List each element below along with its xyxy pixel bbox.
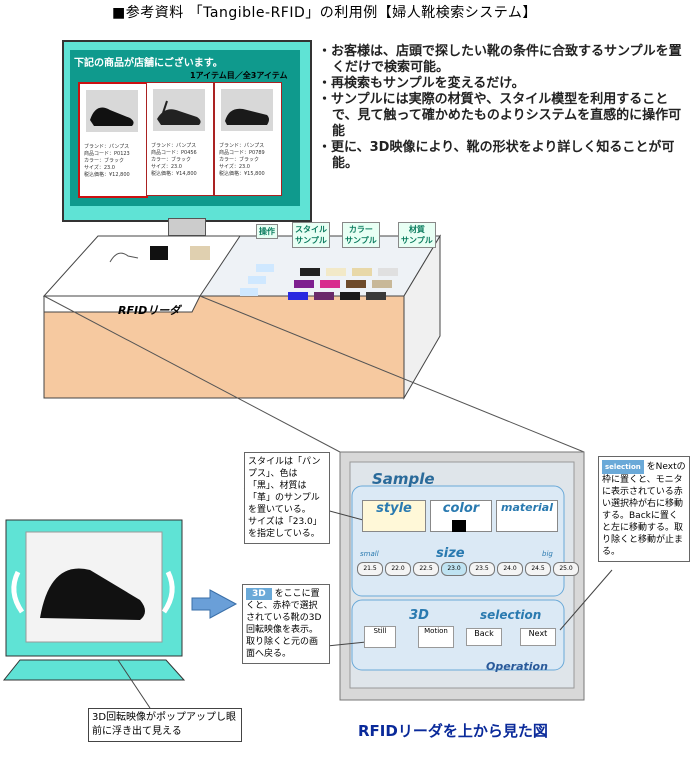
screen-subheading: 1アイテム目／全3アイテム	[190, 71, 288, 80]
motion-button[interactable]: Motion	[418, 626, 454, 648]
selection-note-text: をNextの枠に置くと、モニタに表示されている赤い選択枠が右に移動する。Back…	[602, 462, 686, 557]
page-title: ■参考資料 「Tangible-RFID」の利用例【婦人靴検索システム】	[112, 5, 537, 21]
tag-operation: 操作	[256, 224, 278, 239]
bullet-2: ・再検索もサンプルを変えるだけ。	[318, 76, 525, 91]
product-card-2: ブランド：パンプス 商品コード：P0456 カラー：ブラック サイズ：23.0 …	[146, 82, 214, 196]
size-label: size	[436, 546, 465, 561]
size-chip[interactable]: 25.0	[553, 562, 579, 576]
product-card-1: ブランド：パンプス 商品コード：P0123 カラー：ブラック サイズ：23.0 …	[78, 82, 148, 198]
size-chip[interactable]: 24.5	[525, 562, 551, 576]
shoe-image-icon	[86, 90, 138, 132]
3d-chip: 3D	[246, 588, 272, 600]
size-selector: 21.5 22.0 22.5 23.0 23.5 24.0 24.5 25.0	[357, 562, 579, 576]
size-small: small	[360, 550, 379, 558]
shoe-image-icon	[221, 89, 273, 131]
bullet-4: ・更に、3D映像により、靴の形状をより詳しく知ることが可能。	[318, 140, 675, 171]
bullet-3: ・サンプルには実際の材質や、スタイル模型を利用することで、見て触って確かめたもの…	[318, 92, 682, 139]
product-details-3: ブランド：パンプス 商品コード：P0789 カラー：ブラック サイズ：23.0 …	[219, 143, 265, 177]
back-button[interactable]: Back	[466, 628, 502, 646]
size-big: big	[542, 550, 553, 558]
tag-color: カラー サンプル	[342, 222, 380, 248]
size-chip[interactable]: 22.0	[385, 562, 411, 576]
color-black-swatch	[452, 520, 466, 532]
size-chip[interactable]: 24.0	[497, 562, 523, 576]
product-details-2: ブランド：パンプス 商品コード：P0456 カラー：ブラック サイズ：23.0 …	[151, 143, 197, 177]
product-details-1: ブランド：パンプス 商品コード：P0123 カラー：ブラック サイズ：23.0 …	[84, 144, 130, 178]
popup-caption: 3D回転映像がポップアップし眼前に浮き出て見える	[88, 708, 242, 742]
still-button[interactable]: Still	[364, 626, 396, 648]
color-slot[interactable]: color	[430, 500, 492, 532]
style-slot[interactable]: style	[362, 500, 426, 532]
size-chip[interactable]: 21.5	[357, 562, 383, 576]
3d-note-text: をここに置くと、赤枠で選択されている靴の3D回転映像を表示。取り除くと元の画面へ…	[246, 589, 322, 659]
screen-heading: 下記の商品が店舗にございます。	[74, 58, 223, 69]
3d-note: 3D をここに置くと、赤枠で選択されている靴の3D回転映像を表示。取り除くと元の…	[242, 584, 330, 664]
tag-style: スタイル サンプル	[292, 222, 330, 248]
size-chip[interactable]: 23.5	[469, 562, 495, 576]
sample-swatches	[240, 264, 398, 300]
shoe-image-icon	[153, 89, 205, 131]
material-slot[interactable]: material	[496, 500, 558, 532]
operation-label: Operation	[486, 660, 548, 673]
next-button[interactable]: Next	[520, 628, 556, 646]
sample-title: Sample	[372, 470, 435, 488]
tag-material: 材質 サンプル	[398, 222, 436, 248]
3d-label: 3D	[409, 608, 429, 623]
reader-caption: RFIDリーダを上から見た図	[358, 722, 548, 740]
size-chip-selected[interactable]: 23.0	[441, 562, 467, 576]
feature-bullets: ・お客様は、店頭で探したい靴の条件に合致するサンプルを置くだけで検索可能。 ・再…	[318, 44, 686, 172]
product-card-3: ブランド：パンプス 商品コード：P0789 カラー：ブラック サイズ：23.0 …	[214, 82, 282, 196]
style-note: スタイルは「パンプス」、色は「黒」、材質は「革」のサンプルを置いている。 サイズ…	[244, 452, 330, 544]
bullet-1: ・お客様は、店頭で探したい靴の条件に合致するサンプルを置くだけで検索可能。	[318, 44, 682, 75]
selection-label: selection	[480, 608, 542, 622]
selection-chip: selection	[602, 460, 644, 474]
selection-note: selection をNextの枠に置くと、モニタに表示されている赤い選択枠が右…	[598, 456, 690, 562]
rfid-reader-label: RFIDリーダ	[118, 304, 181, 317]
size-chip[interactable]: 22.5	[413, 562, 439, 576]
